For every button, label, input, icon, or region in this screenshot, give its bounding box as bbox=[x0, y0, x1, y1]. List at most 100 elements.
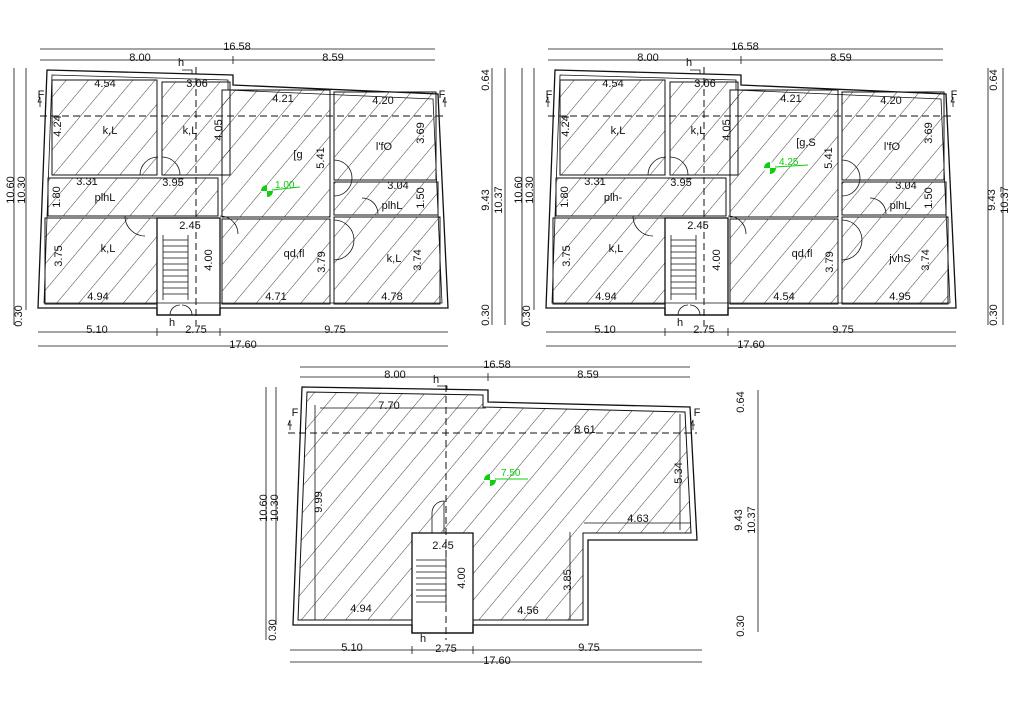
room-a-name: k,L bbox=[611, 125, 626, 137]
stair bbox=[156, 217, 221, 316]
floor-plan-3: 16.58 8.00 8.59 h h F F 7.70 8.61 9.99 5… bbox=[258, 359, 759, 667]
corridor bbox=[555, 177, 727, 217]
dim-bottom-total: 17.60 bbox=[483, 655, 511, 667]
section-f-right: F bbox=[439, 89, 446, 101]
room-h-name: k,L bbox=[387, 253, 402, 265]
stair-steps bbox=[162, 235, 189, 300]
dim-top-left: 8.00 bbox=[637, 52, 658, 64]
stair-width: 2.45 bbox=[432, 540, 453, 552]
room-c-width: 4.21 bbox=[272, 93, 293, 105]
room-f-name: k,L bbox=[101, 243, 116, 255]
stair-width: 2.45 bbox=[179, 220, 200, 232]
room-g-name: qd,fl bbox=[284, 248, 305, 260]
room-g-height: 3.79 bbox=[824, 251, 836, 272]
room-a-name: k,L bbox=[103, 125, 118, 137]
dim-top-right: 8.59 bbox=[322, 52, 343, 64]
room-g bbox=[221, 218, 331, 305]
plan-geometry bbox=[13, 48, 449, 347]
corridor-name: plhL bbox=[95, 192, 116, 204]
corridor-width-2: 3.95 bbox=[670, 177, 691, 189]
plan-geometry bbox=[265, 366, 759, 663]
dim-left-base: 0.30 bbox=[13, 305, 25, 326]
dim-left-inner: 10.30 bbox=[16, 176, 28, 204]
room-e-width: 3.04 bbox=[387, 180, 408, 192]
room-f-height: 3.75 bbox=[53, 245, 65, 266]
section-mark-bottom: h bbox=[169, 317, 175, 329]
room-b-name: k,L bbox=[691, 125, 706, 137]
dim-bottom-total: 17.60 bbox=[737, 339, 765, 351]
room-c-name: [g bbox=[293, 149, 302, 161]
room-a-height: 4.24 bbox=[52, 115, 64, 136]
stair bbox=[411, 532, 474, 634]
room-c bbox=[221, 89, 331, 218]
dim-left-inner: 10.30 bbox=[524, 176, 536, 204]
dim-bottom-b: 2.75 bbox=[693, 324, 714, 336]
dim-notch-height: 3.85 bbox=[562, 569, 574, 590]
room-a-height: 4.24 bbox=[560, 115, 572, 136]
section-f-left: F bbox=[546, 89, 553, 101]
dim-top-left: 8.00 bbox=[129, 52, 150, 64]
level-value: 1.00 bbox=[275, 180, 295, 191]
dim-top-total: 16.58 bbox=[483, 359, 511, 371]
stair-steps bbox=[670, 235, 697, 300]
floor-plan-2: 16.58 8.00 8.59 h h F F 4.54 4.24 k,L 3.… bbox=[513, 41, 1011, 351]
dim-side-total: 10.37 bbox=[999, 186, 1011, 214]
corridor-width-1: 3.31 bbox=[76, 176, 97, 188]
room-d-height: 3.69 bbox=[415, 122, 427, 143]
stair-height: 4.00 bbox=[203, 249, 215, 270]
dim-bottom-c: 9.75 bbox=[578, 642, 599, 654]
room-d-width: 4.20 bbox=[372, 95, 393, 107]
room-d-height: 3.69 bbox=[923, 122, 935, 143]
dim-notch-width: 4.63 bbox=[627, 513, 648, 525]
dim-side-base: 0.30 bbox=[480, 304, 492, 325]
dim-side-base: 0.30 bbox=[735, 615, 747, 636]
dim-bottom-c: 9.75 bbox=[832, 324, 853, 336]
dim-side-total: 10.37 bbox=[493, 186, 505, 214]
dim-left-total: 10.60 bbox=[5, 176, 17, 204]
room-f-width: 4.94 bbox=[595, 291, 616, 303]
stair-height: 4.00 bbox=[456, 567, 468, 588]
room-f bbox=[44, 217, 158, 305]
corridor-height: 1.80 bbox=[51, 186, 63, 207]
dim-bottom-c: 9.75 bbox=[324, 324, 345, 336]
section-mark-top: h bbox=[433, 374, 439, 386]
dim-bottom-b: 2.75 bbox=[435, 643, 456, 655]
dim-inner-top-right: 8.61 bbox=[574, 424, 595, 436]
level-marker-icon bbox=[484, 474, 496, 486]
room-d bbox=[841, 91, 945, 181]
level-value: 7.50 bbox=[501, 468, 521, 479]
room-d-name: l'fO bbox=[884, 141, 901, 153]
room-g-width: 4.54 bbox=[773, 291, 794, 303]
room-h-height: 3.74 bbox=[412, 249, 424, 270]
plan-geometry bbox=[521, 48, 1004, 347]
room-f-height: 3.75 bbox=[561, 245, 573, 266]
room-c-name: [g,S bbox=[796, 137, 816, 149]
room-h-name: jvhS bbox=[888, 253, 910, 265]
dim-top-total: 16.58 bbox=[731, 41, 759, 53]
dim-inner-bottom-right: 4.56 bbox=[517, 605, 538, 617]
level-value: 4.25 bbox=[779, 157, 799, 168]
dim-side-mid: 9.43 bbox=[480, 189, 492, 210]
stair-steps bbox=[416, 500, 447, 610]
room-a-width: 4.54 bbox=[94, 78, 115, 90]
dim-inner-bottom-left: 4.94 bbox=[350, 603, 371, 615]
dim-top-total: 16.58 bbox=[223, 41, 251, 53]
dim-inner-left-height: 9.99 bbox=[313, 491, 325, 512]
room-d-width: 4.20 bbox=[880, 95, 901, 107]
room-e-height: 1.50 bbox=[923, 187, 935, 208]
stair-width: 2.45 bbox=[687, 220, 708, 232]
dim-bottom-b: 2.75 bbox=[185, 324, 206, 336]
room-f-width: 4.94 bbox=[87, 291, 108, 303]
dim-side-mid: 9.43 bbox=[733, 509, 745, 530]
corridor bbox=[47, 177, 219, 217]
dim-top-right: 8.59 bbox=[830, 52, 851, 64]
dim-top-left: 8.00 bbox=[384, 369, 405, 381]
dim-side-top: 0.64 bbox=[988, 69, 1000, 90]
dim-side-base: 0.30 bbox=[988, 304, 1000, 325]
dim-bottom-a: 5.10 bbox=[594, 324, 615, 336]
section-mark-bottom: h bbox=[420, 633, 426, 645]
corridor-height: 1.80 bbox=[559, 186, 571, 207]
room-b-width: 3.06 bbox=[694, 78, 715, 90]
dim-left-total: 10.60 bbox=[513, 176, 525, 204]
